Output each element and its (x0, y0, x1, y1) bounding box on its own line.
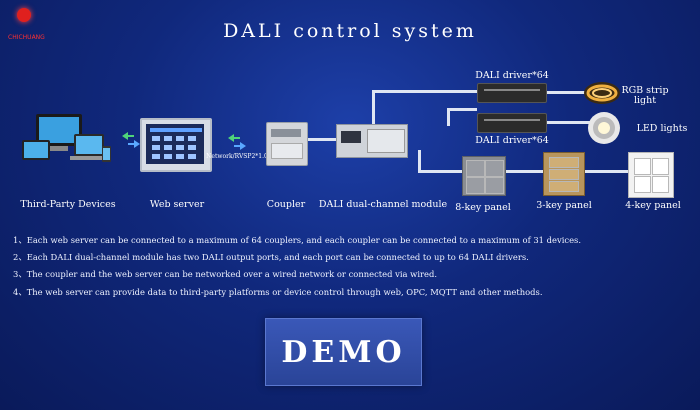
page-title: DALI control system (223, 20, 477, 42)
driver-top-label: DALI driver*64 (475, 70, 549, 81)
protocol-label: Network/RVSP2*1.0 (206, 153, 268, 160)
note-3: 3、The coupler and the web server can be … (13, 269, 438, 279)
led-light-label: LED lights (636, 123, 688, 134)
four-key-panel-image (628, 152, 674, 198)
web-server-image (140, 118, 212, 172)
coupler-image (266, 122, 308, 166)
bidirectional-arrow-icon (122, 132, 140, 148)
panel-bus-line (418, 170, 633, 173)
bidirectional-arrow-icon (228, 134, 246, 150)
driver-bottom-label: DALI driver*64 (475, 135, 549, 146)
logo-text: CHICHUANG (8, 34, 45, 41)
rgb-strip-image (582, 80, 622, 106)
three-key-panel-label: 3-key panel (536, 200, 592, 211)
dali-driver-bottom-image (477, 113, 547, 133)
note-4: 4、The web server can provide data to thi… (13, 287, 543, 297)
rgb-strip-label: RGB strip light (621, 85, 669, 106)
web-server-label: Web server (149, 199, 205, 210)
module-driver-bottom-line (447, 108, 477, 111)
logo-bulb-icon (17, 8, 31, 22)
eight-key-panel-label: 8-key panel (455, 202, 511, 213)
coupler-label: Coupler (266, 199, 306, 210)
module-panel-vertical-line (418, 150, 421, 172)
led-light-image (586, 110, 622, 146)
note-2: 2、Each DALI dual-channel module has two … (13, 252, 529, 262)
eight-key-panel-image (462, 156, 506, 196)
third-party-devices-image (20, 112, 112, 168)
dali-module-label: DALI dual-channel module (318, 199, 448, 210)
brand-logo: CHICHUANG (8, 8, 48, 42)
note-1: 1、Each web server can be connected to a … (13, 235, 582, 245)
module-second-vertical-line (447, 108, 450, 126)
driver-rgb-line (545, 91, 585, 94)
demo-badge: DEMO (265, 318, 422, 386)
module-driver-top-line (372, 90, 477, 93)
dali-driver-top-image (477, 83, 547, 103)
three-key-panel-image (543, 152, 585, 196)
third-party-devices-label: Third-Party Devices (20, 199, 116, 210)
four-key-panel-label: 4-key panel (625, 200, 681, 211)
module-top-vertical-line (372, 90, 375, 126)
driver-led-line (545, 121, 595, 124)
coupler-module-line (306, 138, 336, 141)
dali-module-image (336, 124, 408, 158)
